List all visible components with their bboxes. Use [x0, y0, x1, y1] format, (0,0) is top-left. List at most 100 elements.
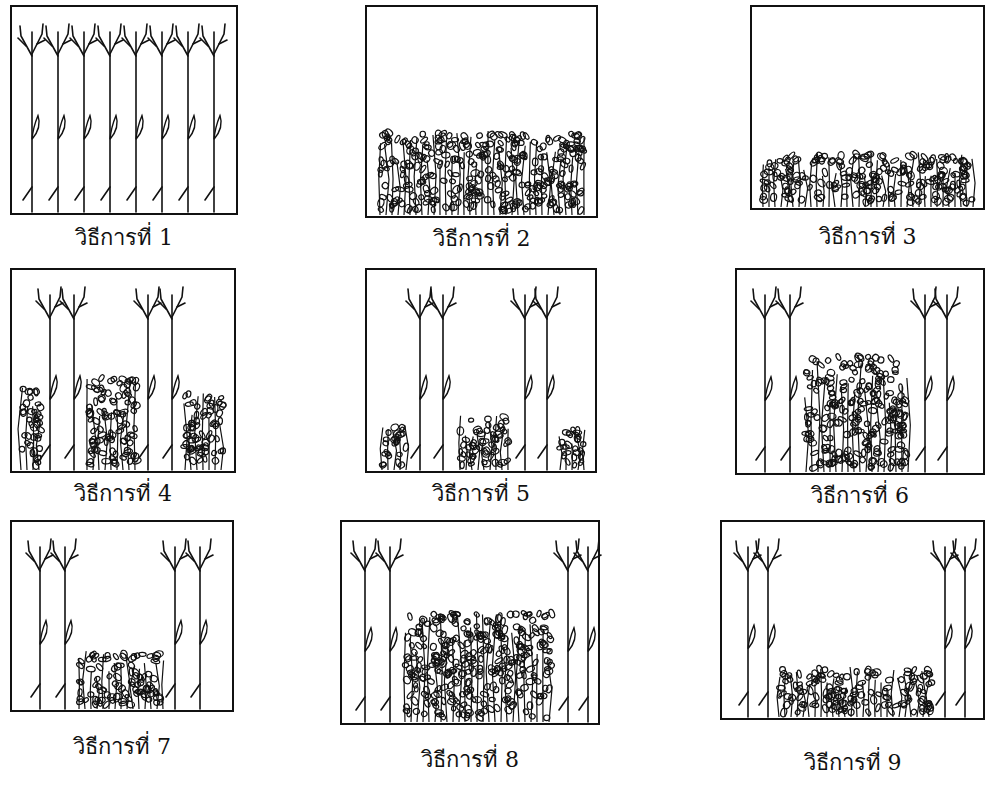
legume-leaf [797, 670, 802, 679]
legume-leaf [36, 445, 43, 452]
legume-leaf [495, 187, 503, 194]
legume-stem [215, 397, 216, 470]
corn-leaf [32, 115, 39, 139]
corn-plant [89, 40, 97, 44]
legume-leaf [153, 689, 157, 696]
legume-leaf [35, 459, 42, 466]
legume-leaf [457, 427, 464, 436]
legume-leaf [764, 179, 771, 185]
legume-leaf [897, 409, 904, 417]
corn-plant [756, 447, 765, 460]
legume-leaf [817, 155, 825, 165]
legume-leaf [452, 172, 459, 177]
corn-leaf [525, 376, 532, 400]
legume-stem [481, 154, 482, 215]
legume-leaf [938, 154, 947, 161]
legume-leaf [850, 397, 856, 406]
legume-leaf [442, 642, 448, 648]
legume-leaf [899, 457, 906, 466]
corn-plant [567, 547, 569, 722]
legume-leaf [572, 462, 577, 469]
legume-leaf [462, 200, 469, 208]
legume-leaf [816, 178, 826, 188]
legume-leaf [910, 708, 917, 716]
corn-plant [134, 301, 142, 309]
corn-plant [389, 547, 391, 722]
legume-leaf [214, 435, 221, 443]
legume-leaf [546, 200, 554, 209]
legume-leaf [393, 438, 397, 445]
legume-leaf [459, 691, 466, 697]
legume-leaf [436, 713, 444, 717]
legume-leaf [90, 655, 97, 663]
corn-plant [148, 287, 159, 317]
legume-leaf [136, 689, 144, 695]
legume-leaf [908, 192, 915, 199]
legume-leaf [868, 457, 878, 468]
corn-plant [83, 32, 85, 212]
legume-leaf [86, 384, 96, 390]
legume-leaf [782, 154, 789, 161]
legume-leaf [889, 416, 897, 424]
legume-leaf [828, 157, 836, 165]
legume-leaf [406, 690, 415, 699]
legume-leaf [518, 181, 525, 188]
corn-plant [448, 303, 456, 307]
legume-leaf [499, 677, 505, 684]
corn-plant [547, 287, 558, 317]
legume-leaf [878, 377, 886, 386]
legume-leaf [405, 664, 414, 673]
corn-plant [167, 40, 175, 44]
legume-leaf [497, 422, 506, 432]
legume-leaf [830, 691, 837, 699]
legume-leaf [34, 411, 42, 419]
legume-leaf [897, 676, 905, 684]
corn-leaf [175, 621, 182, 645]
legume-leaf [109, 398, 117, 406]
legume-leaf [575, 426, 580, 435]
corn-plant [524, 295, 526, 470]
legume-leaf [402, 675, 412, 685]
legume-leaf [557, 154, 565, 161]
legume-leaf [806, 375, 814, 381]
legume-leaf [434, 667, 440, 674]
legume-leaf [185, 402, 194, 407]
legume-leaf [864, 421, 870, 427]
legume-leaf [872, 424, 880, 432]
legume-leaf [890, 405, 897, 412]
legume-leaf [484, 166, 493, 175]
legume-leaf [109, 447, 117, 456]
legume-leaf [787, 194, 794, 203]
legume-leaf [151, 658, 160, 664]
legume-leaf [468, 185, 476, 193]
legume-leaf [404, 204, 411, 213]
legume-leaf [811, 156, 821, 163]
legume-leaf [89, 439, 97, 449]
legume-leaf [524, 188, 532, 197]
legume-leaf [936, 161, 945, 171]
legume-leaf [182, 439, 191, 448]
corn-plant [179, 187, 188, 200]
corn-plant [110, 24, 121, 54]
corn-plant [148, 38, 156, 46]
legume-leaf [449, 178, 456, 184]
legume-leaf [519, 666, 526, 673]
legume-stem [439, 164, 440, 215]
legume-leaf [413, 708, 421, 715]
legume-leaf [154, 650, 163, 657]
corn-plant [376, 553, 384, 561]
legume-leaf [856, 429, 865, 433]
legume-leaf [851, 427, 859, 436]
legume-leaf [130, 401, 137, 409]
corn-leaf [65, 621, 72, 645]
legume-leaf [522, 644, 530, 652]
legume-stem [451, 158, 452, 215]
legume-leaf [119, 455, 127, 461]
corn-leaf [547, 376, 554, 400]
corn-plant [559, 697, 568, 710]
legume-leaf [856, 397, 864, 405]
legume-leaf [404, 655, 413, 663]
legume-leaf [392, 157, 400, 165]
legume-leaf [578, 450, 586, 460]
legume-leaf [124, 447, 131, 454]
